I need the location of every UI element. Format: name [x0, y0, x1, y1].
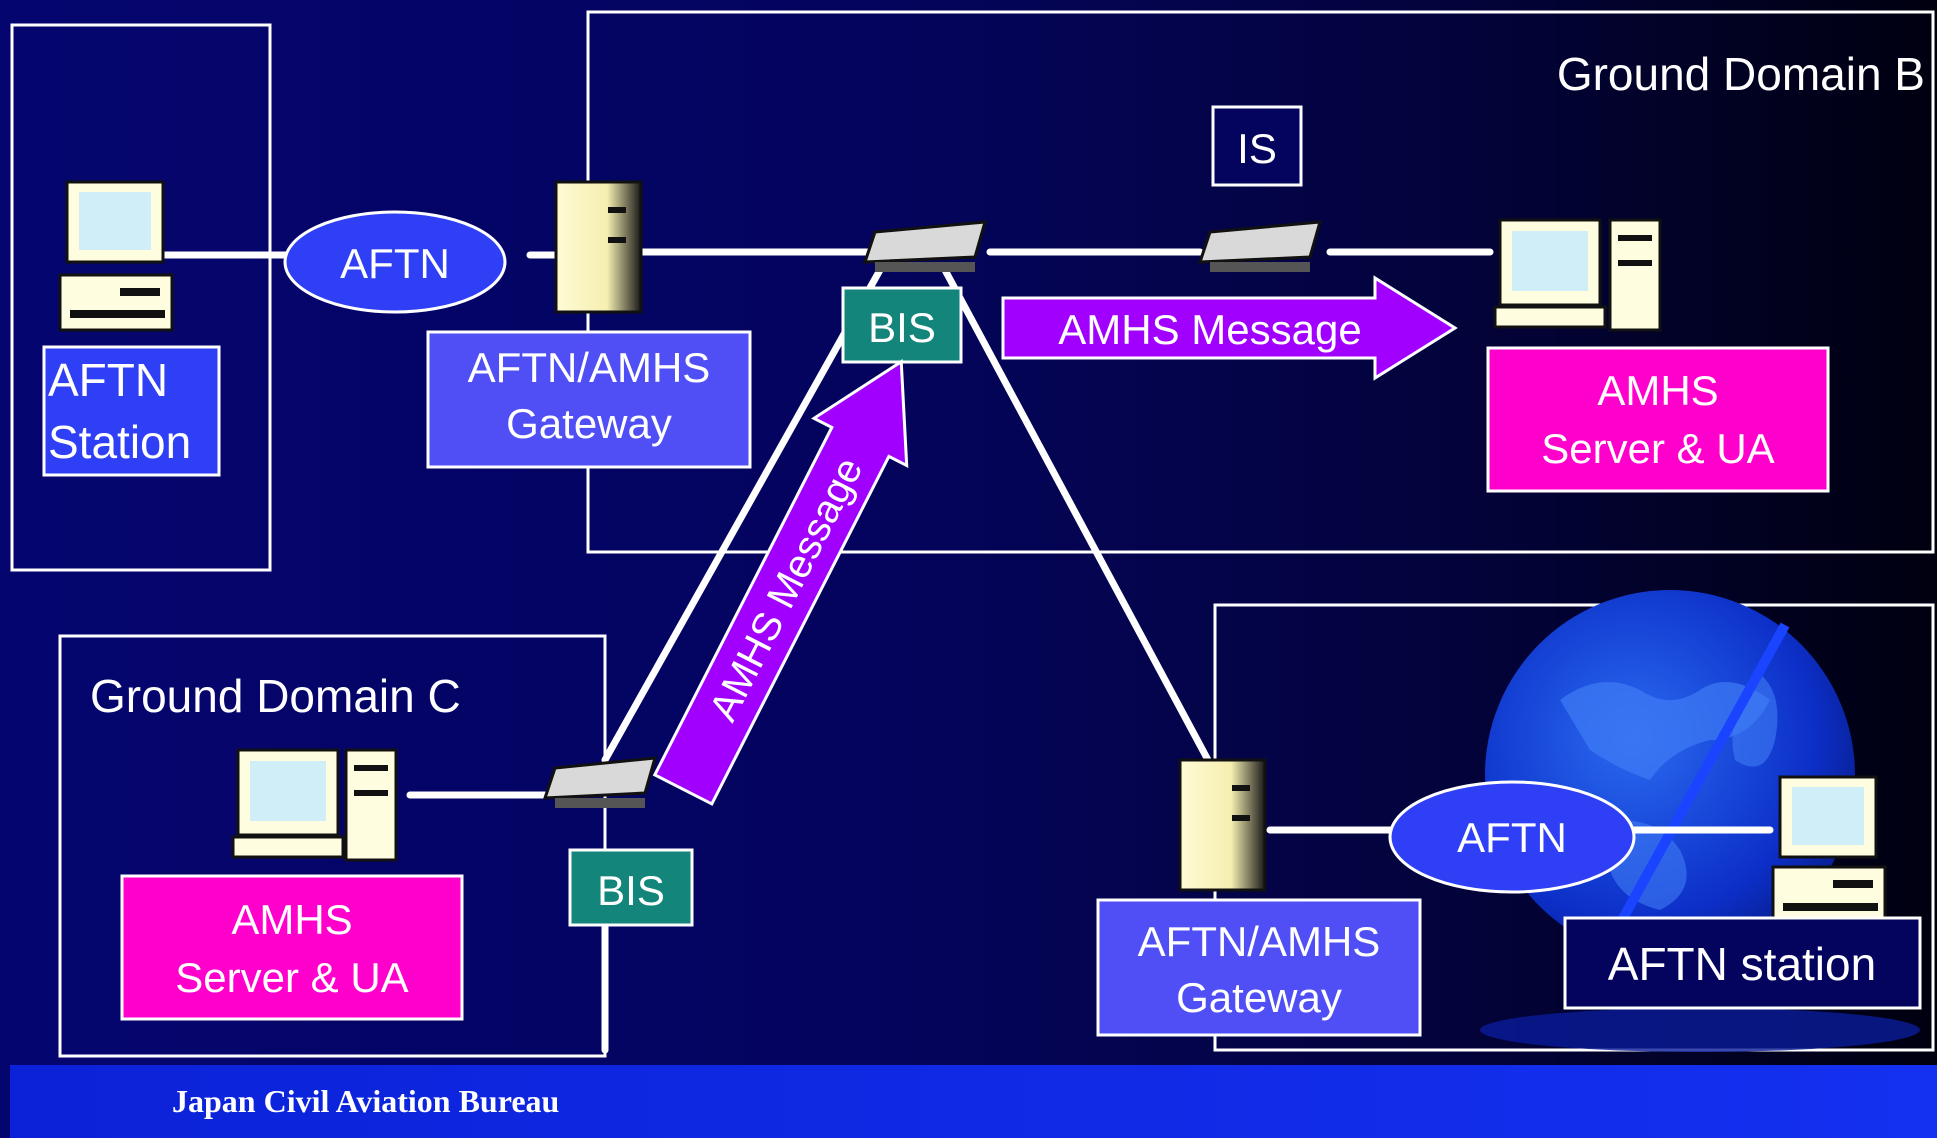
aftn-station-label-box: AFTN Station — [42, 345, 221, 477]
footer-org: Japan Civil Aviation Bureau — [172, 1083, 559, 1119]
aftn-network-left: AFTN — [283, 210, 507, 314]
is-label: IS — [1237, 125, 1277, 172]
amhs-server-c-line2: Server & UA — [175, 954, 408, 1001]
computer-icon — [231, 748, 398, 862]
computer-icon — [1493, 218, 1662, 332]
link-bis-to-bis-c — [601, 266, 884, 764]
amhs-server-c-label-box: AMHS Server & UA — [120, 874, 464, 1021]
gateway-server-icon — [1178, 758, 1267, 892]
aftn-station-label-line2: Station — [48, 416, 191, 468]
bis-c-label: BIS — [597, 867, 665, 914]
amhs-message-arrow-horizontal: AMHS Message — [1001, 275, 1458, 381]
amhs-server-c-line1: AMHS — [231, 896, 352, 943]
domain-c-boundary — [58, 634, 607, 1058]
gateway-b-label-line1: AFTN/AMHS — [468, 344, 711, 391]
amhs-message-diagonal-label: AMHS Message — [701, 451, 871, 728]
footer-bar: Japan Civil Aviation Bureau — [10, 1065, 1937, 1138]
router-icon — [1197, 220, 1323, 272]
bis-top-label: BIS — [868, 304, 936, 351]
computer-icon — [58, 180, 174, 332]
gateway-server-icon — [554, 180, 643, 314]
domain-c-title: Ground Domain C — [90, 670, 461, 722]
computer-icon — [1771, 775, 1887, 924]
domain-b-title: Ground Domain B — [1557, 48, 1925, 100]
gateway-b-label-box: AFTN/AMHS Gateway — [426, 330, 752, 469]
aftn-network-left-label: AFTN — [340, 240, 450, 287]
router-icon — [542, 756, 658, 808]
gateway-d-label-line1: AFTN/AMHS — [1138, 918, 1381, 965]
aftn-station-right-label-box: AFTN station — [1563, 916, 1922, 1010]
gateway-d-label-box: AFTN/AMHS Gateway — [1096, 898, 1422, 1037]
amhs-server-b-label-box: AMHS Server & UA — [1486, 346, 1830, 493]
link-bis-to-gateway-d — [941, 266, 1212, 764]
router-icon — [862, 220, 988, 272]
amhs-server-b-line1: AMHS — [1597, 367, 1718, 414]
bis-c-label-box: BIS — [568, 848, 694, 927]
gateway-d-label-line2: Gateway — [1176, 974, 1342, 1021]
is-label-box: IS — [1211, 105, 1303, 187]
gateway-b-label-line2: Gateway — [506, 400, 672, 447]
aftn-station-right-label: AFTN station — [1608, 938, 1876, 990]
aftn-network-right: AFTN — [1388, 780, 1636, 894]
aftn-network-right-label: AFTN — [1457, 814, 1567, 861]
domain-a-boundary — [10, 23, 272, 572]
amhs-server-b-line2: Server & UA — [1541, 425, 1774, 472]
link-lines — [156, 248, 1774, 1054]
aftn-station-label-line1: AFTN — [48, 354, 168, 406]
amhs-message-horizontal-label: AMHS Message — [1058, 306, 1361, 353]
bis-top-label-box: BIS — [841, 286, 963, 364]
